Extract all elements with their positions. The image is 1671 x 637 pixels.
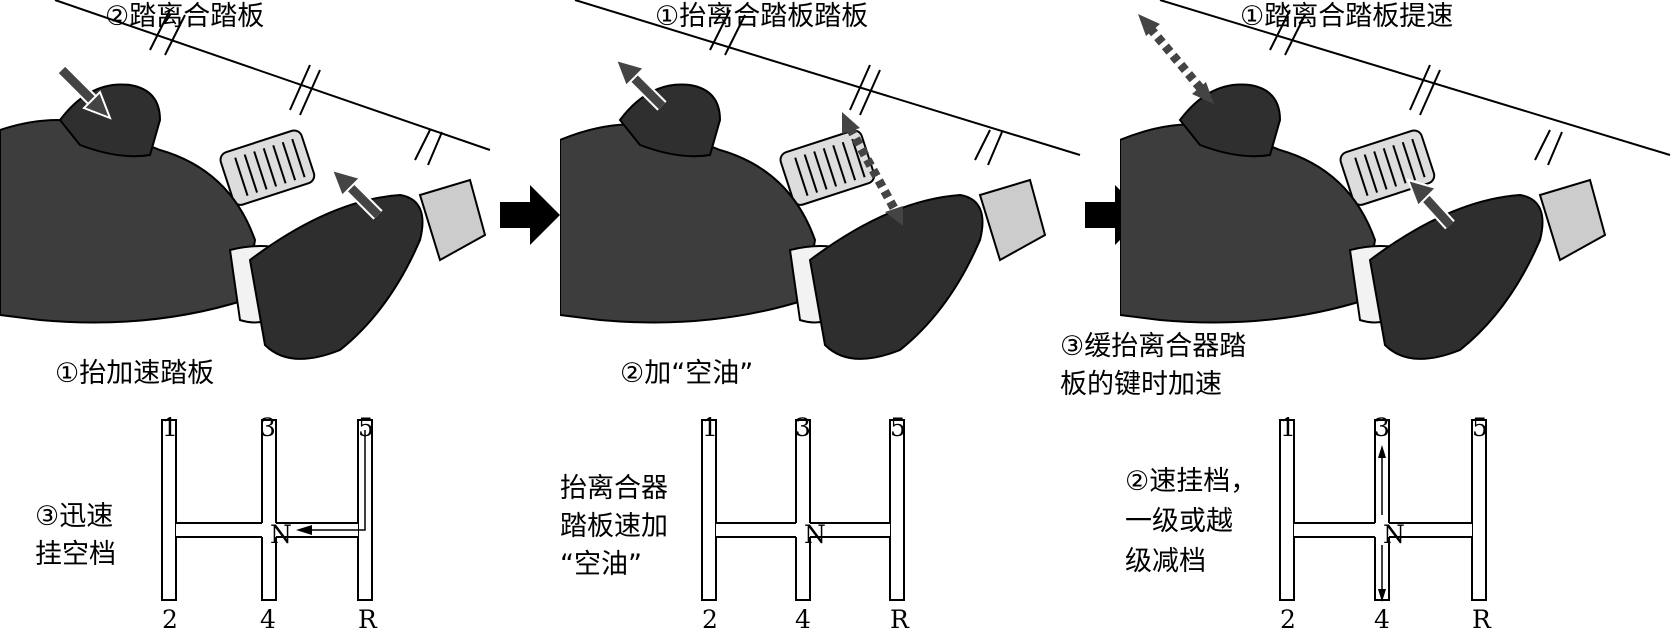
side-note-line: ③迅速 bbox=[35, 500, 113, 534]
gear-label-neutral: N bbox=[270, 520, 292, 549]
gear-label-5: 5 bbox=[358, 413, 374, 442]
step-panel-3: ①踏离合踏板提速 ③缓抬离合器踏 板的键时加速 ②速挂档， 一级或越 级减档 1… bbox=[1120, 0, 1671, 637]
gas-pedal bbox=[420, 180, 485, 260]
foot-note-line: ③缓抬离合器踏 bbox=[1060, 330, 1246, 364]
gear-label-3: 3 bbox=[1374, 413, 1390, 442]
side-note-line: 踏板速加 bbox=[560, 510, 668, 544]
side-note-line: 一级或越 bbox=[1125, 505, 1233, 539]
gear-label-neutral: N bbox=[1383, 520, 1405, 549]
gear-label-3: 3 bbox=[795, 413, 811, 442]
right-shoe bbox=[1370, 195, 1543, 359]
step-title: ②踏离合踏板 bbox=[105, 0, 264, 34]
step-panel-2: ①抬离合踏板踏板 ②加“空油” 抬离合器 踏板速加 “空油” 1 3 5 2 4… bbox=[560, 0, 1120, 637]
step-panel-1: ②踏离合踏板 ①抬加速踏板 ③迅速 挂空档 1 3 5 2 4 R N bbox=[0, 0, 560, 637]
gear-label-r: R bbox=[358, 605, 377, 634]
gear-label-5: 5 bbox=[890, 413, 906, 442]
gas-stem bbox=[1535, 130, 1562, 165]
sequence-arrow-icon bbox=[500, 185, 560, 245]
gear-label-1: 1 bbox=[702, 413, 718, 442]
brake-pedal bbox=[218, 128, 316, 207]
gear-label-1: 1 bbox=[1280, 413, 1296, 442]
gas-pedal bbox=[980, 180, 1045, 260]
gear-label-2: 2 bbox=[702, 605, 718, 634]
foot-note: ①抬加速踏板 bbox=[55, 357, 214, 391]
foot-note: ②加“空油” bbox=[620, 357, 753, 391]
gear-label-4: 4 bbox=[1374, 605, 1390, 634]
gear-label-neutral: N bbox=[804, 520, 826, 549]
gear-label-r: R bbox=[890, 605, 909, 634]
gear-label-5: 5 bbox=[1472, 413, 1488, 442]
shift-gate-2 bbox=[702, 420, 904, 600]
gear-label-4: 4 bbox=[260, 605, 276, 634]
side-note-line: 挂空档 bbox=[35, 538, 116, 572]
move-arrow-icon bbox=[1408, 180, 1450, 225]
side-note-line: “空油” bbox=[560, 548, 642, 582]
gear-label-r: R bbox=[1472, 605, 1491, 634]
step-title: ①踏离合踏板提速 bbox=[1240, 0, 1453, 34]
shift-gate-3 bbox=[1280, 420, 1486, 602]
gear-label-2: 2 bbox=[1280, 605, 1296, 634]
gear-label-1: 1 bbox=[162, 413, 178, 442]
step-title: ①抬离合踏板踏板 bbox=[655, 0, 868, 34]
gas-stem bbox=[415, 130, 442, 165]
foot-note-line: 板的键时加速 bbox=[1060, 368, 1222, 402]
side-note-line: 抬离合器 bbox=[560, 472, 668, 506]
double-dashed-arrow-icon bbox=[1138, 14, 1214, 104]
gas-pedal bbox=[1540, 180, 1605, 260]
gear-label-4: 4 bbox=[795, 605, 811, 634]
gear-label-3: 3 bbox=[260, 413, 276, 442]
brake-stem bbox=[1410, 65, 1440, 115]
gear-label-2: 2 bbox=[162, 605, 178, 634]
shift-gate-1 bbox=[162, 420, 372, 600]
side-note-line: ②速挂档， bbox=[1125, 465, 1257, 499]
right-shoe bbox=[250, 195, 423, 359]
side-note-line: 级减档 bbox=[1125, 545, 1206, 579]
gas-stem bbox=[975, 130, 1002, 165]
